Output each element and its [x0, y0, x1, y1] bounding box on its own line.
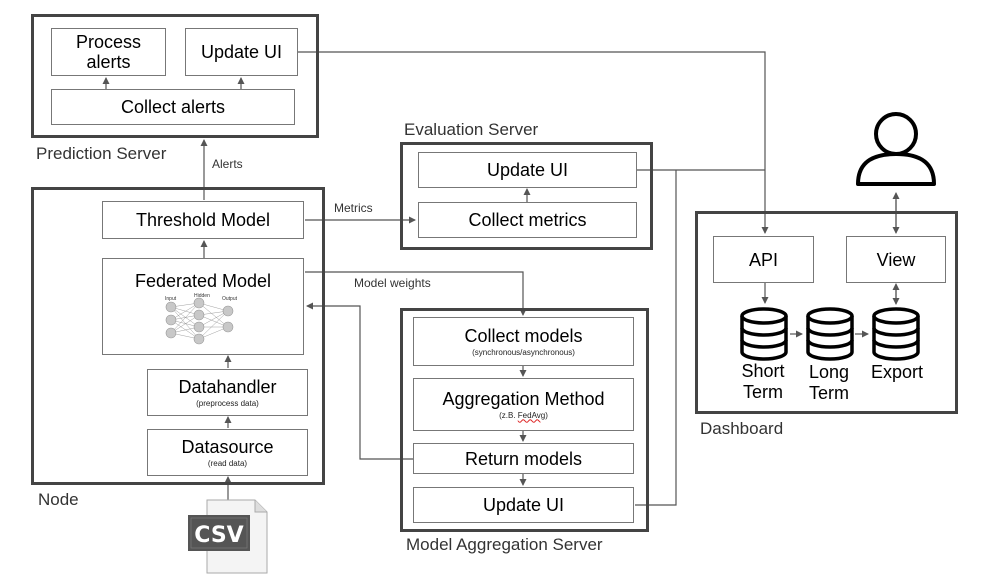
federated-model-box: Federated Model Input Hidden Output — [102, 258, 304, 355]
csv-file-icon: CSV — [188, 499, 268, 574]
csv-icon-text: CSV — [194, 523, 243, 548]
node-group — [31, 187, 325, 485]
short-term-label: Short Term — [741, 361, 785, 402]
collect-alerts-box: Collect alerts — [51, 89, 295, 125]
neural-network-icon: Input Hidden Output — [165, 293, 238, 345]
nn-input-label: Input — [165, 296, 177, 302]
aggregation-server-group — [400, 308, 649, 532]
federated-model-label: Federated Model — [134, 271, 272, 291]
datasource-sublabel: (read data) — [207, 458, 248, 468]
nn-hidden-label: Hidden — [194, 293, 210, 299]
evaluation-server-title: Evaluation Server — [404, 120, 539, 139]
export-database-icon — [872, 307, 920, 361]
datasource-box: Datasource (read data) — [147, 429, 308, 476]
prediction-update-ui-box: Update UI — [185, 28, 298, 76]
alerts-edge-label: Alerts — [212, 157, 243, 171]
aggregation-method-sublabel: (z.B. FedAvg) — [499, 411, 548, 421]
long-term-database-icon — [806, 307, 854, 361]
process-alerts-label: Process alerts — [75, 32, 142, 72]
dashboard-title: Dashboard — [700, 419, 784, 438]
eval-update-ui-label: Update UI — [486, 160, 569, 180]
short-term-database-icon — [740, 307, 788, 361]
collect-alerts-label: Collect alerts — [120, 97, 226, 117]
threshold-model-label: Threshold Model — [135, 210, 271, 230]
collect-models-sublabel: (synchronous/asynchronous) — [472, 347, 575, 357]
fedavg-word: FedAvg — [517, 410, 546, 420]
agg-update-ui-box: Update UI — [413, 487, 634, 523]
node-title: Node — [38, 490, 79, 509]
datahandler-sublabel: (preprocess data) — [196, 398, 259, 408]
return-models-label: Return models — [464, 448, 583, 469]
collect-metrics-box: Collect metrics — [418, 202, 637, 238]
aggregation-method-sub-suffix: ) — [545, 410, 548, 420]
export-label: Export — [870, 362, 924, 382]
aggregation-server-title: Model Aggregation Server — [406, 535, 603, 554]
evaluation-server-group — [400, 142, 653, 250]
return-models-box: Return models — [413, 443, 634, 474]
prediction-server-group — [31, 14, 319, 138]
metrics-edge-label: Metrics — [334, 201, 373, 215]
view-box: View — [846, 236, 946, 283]
aggregation-method-label: Aggregation Method — [442, 388, 605, 409]
prediction-server-title: Prediction Server — [36, 144, 167, 163]
threshold-model-box: Threshold Model — [102, 201, 304, 239]
datahandler-box: Datahandler (preprocess data) — [147, 369, 308, 416]
process-alerts-box: Process alerts — [51, 28, 166, 76]
aggregation-method-sub-prefix: (z.B. — [499, 410, 518, 420]
user-icon — [856, 112, 936, 186]
api-label: API — [748, 249, 778, 270]
collect-models-box: Collect models (synchronous/asynchronous… — [413, 317, 634, 366]
long-term-label: Long Term — [808, 362, 850, 403]
arrow-return-models — [306, 302, 413, 460]
collect-models-label: Collect models — [464, 325, 583, 346]
model-weights-edge-label: Model weights — [354, 276, 431, 290]
view-label: View — [876, 249, 916, 270]
datahandler-label: Datahandler — [178, 376, 277, 397]
api-box: API — [713, 236, 814, 283]
arrow-model-weights — [305, 271, 527, 316]
aggregation-method-box: Aggregation Method (z.B. FedAvg) — [413, 378, 634, 431]
nn-output-label: Output — [222, 296, 238, 302]
datasource-label: Datasource — [181, 436, 274, 457]
collect-metrics-label: Collect metrics — [468, 210, 587, 230]
line-prediction-updateui-to-api — [298, 51, 769, 234]
eval-update-ui-box: Update UI — [418, 152, 637, 188]
dashboard-group — [695, 211, 958, 414]
agg-update-ui-label: Update UI — [482, 495, 565, 515]
prediction-update-ui-label: Update UI — [200, 42, 283, 62]
